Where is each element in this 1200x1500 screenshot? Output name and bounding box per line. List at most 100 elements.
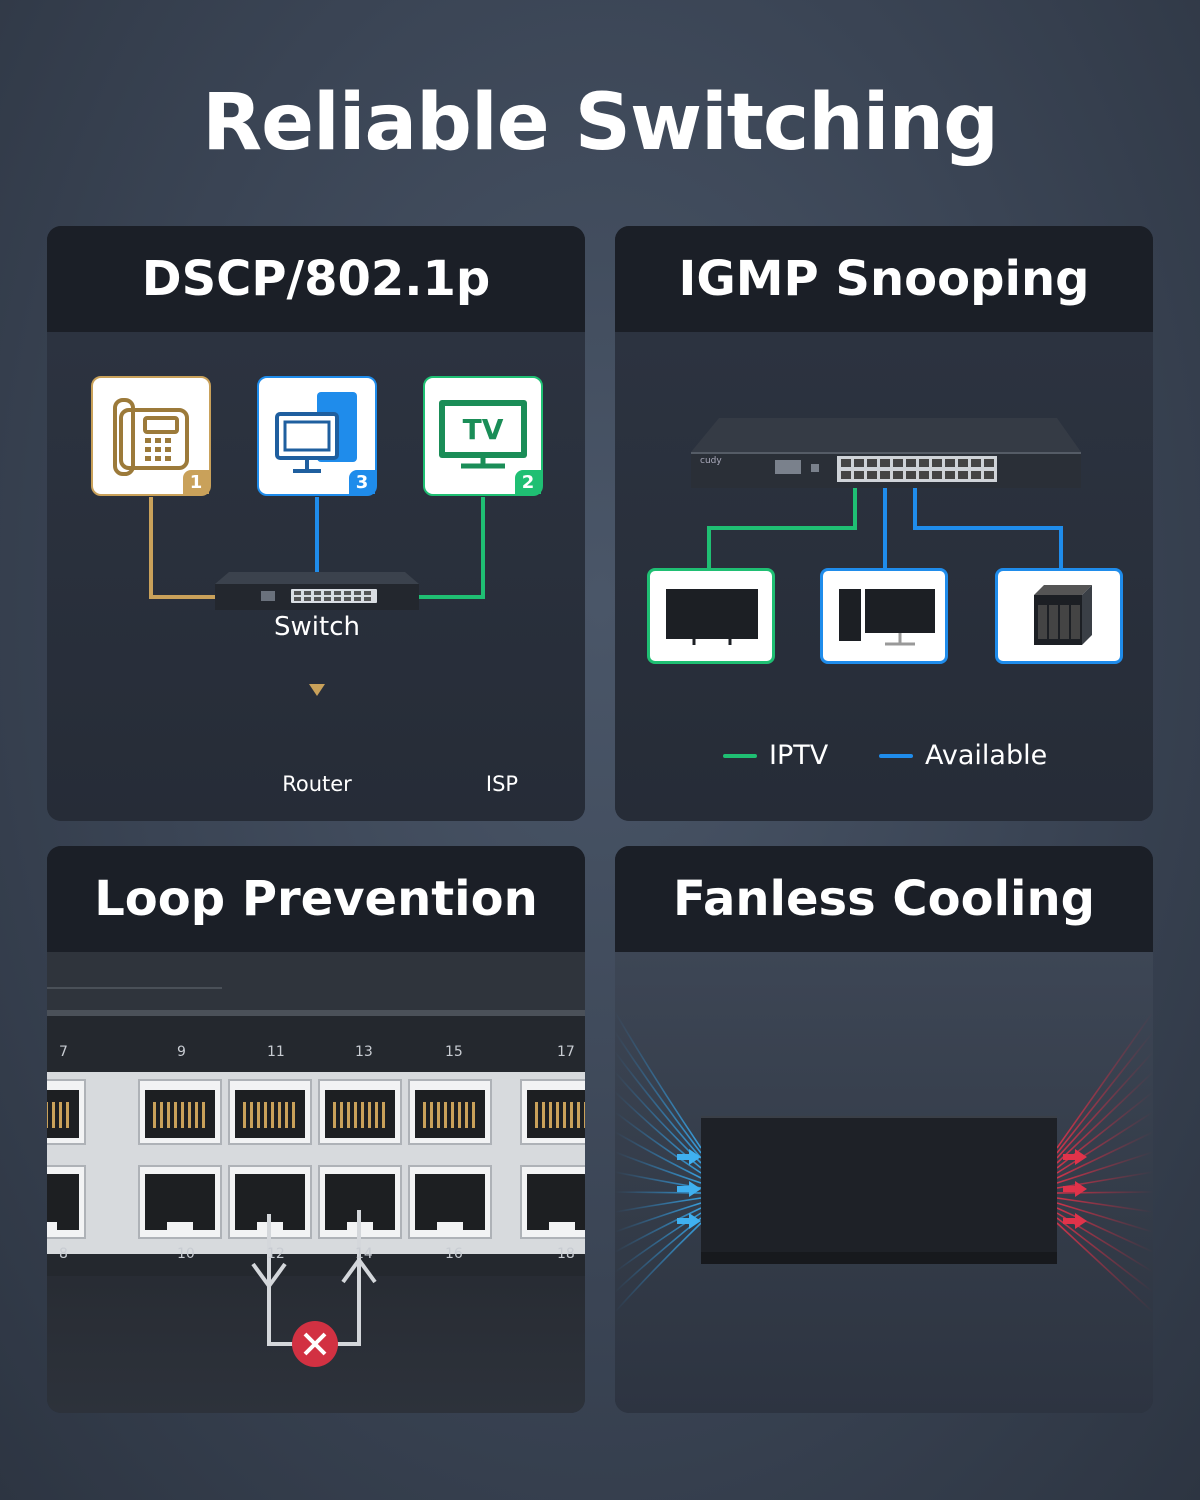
available-line-2 [913,482,1063,568]
rj45-port [47,1165,86,1239]
legend-swatch-available [879,753,913,758]
arrow-down-icon [309,684,325,696]
nas-icon [1034,585,1092,645]
airflow-line [615,1071,702,1164]
legend-entry-iptv: IPTV [723,740,828,771]
airflow-line [1056,1191,1153,1194]
rj45-port [138,1079,222,1145]
tv-screen-icon [666,589,758,645]
legend-label-iptv: IPTV [769,740,829,771]
airflow-line [615,1131,702,1179]
switch-chassis [701,1116,1057,1264]
cool-airflow [615,1011,702,1313]
device-tile-computer: 3 [257,376,377,496]
panel-title-loop: Loop Prevention [47,846,585,952]
desktop-pc-icon [839,589,935,646]
airflow-line [1056,1217,1153,1293]
panel-title-igmp: IGMP Snooping [615,226,1153,332]
airflow-line [1056,1197,1153,1213]
airflow-line [1056,1222,1153,1313]
airflow-line [615,1171,702,1189]
router-label: Router [282,772,352,796]
airflow-line [1056,1202,1153,1233]
isp-label: ISP [485,772,519,796]
airflow-line [615,1031,702,1154]
port-number: 9 [177,1044,186,1060]
priority-badge-computer: 3 [349,470,375,494]
dscp-diagram: 1 3 TV 2 Switch Router ISP [47,332,585,821]
rj45-port [520,1165,585,1239]
airflow-line [1056,1207,1153,1253]
port-number: 10 [177,1246,195,1262]
port-number: 16 [445,1246,463,1262]
tv-icon [439,400,527,469]
fanless-diagram [615,952,1153,1413]
priority-badge-phone: 1 [183,470,209,494]
tv-screen-text: TV [462,412,504,446]
switch-icon [215,572,419,610]
rj45-port [47,1079,86,1145]
device-tile-phone: 1 [91,376,211,496]
x-icon [292,1321,338,1367]
arrow-right-icon [677,1149,701,1229]
airflow-line [1056,1171,1153,1189]
airflow-line [615,1207,702,1253]
airflow-line [1056,1071,1153,1164]
airflow-line [615,1051,702,1159]
rj45-port [408,1079,492,1145]
port-number: 18 [557,1246,575,1262]
priority-badge-tv: 2 [515,470,541,494]
endpoint-tile-nas [995,568,1123,664]
port-block [47,1072,585,1254]
port-number: 14 [355,1246,373,1262]
rj45-port [228,1079,312,1145]
switch-brand: cudy [700,456,722,466]
airflow-line [1056,1011,1153,1149]
panel-igmp: IGMP Snooping cudy [615,226,1153,821]
port-number: 12 [267,1246,285,1262]
page-title: Reliable Switching [202,78,999,168]
device-tile-tv: TV 2 [423,376,543,496]
airflow-line [1056,1111,1153,1174]
computer-icon [275,392,357,473]
airflow-line [615,1191,702,1194]
airflow-line [615,1197,702,1213]
legend-label-available: Available [925,740,1048,771]
airflow-line [615,1111,702,1174]
port-number: 15 [445,1044,463,1060]
airflow-line [1056,1151,1153,1184]
port-number: 7 [59,1044,68,1060]
iptv-line [707,482,857,568]
switch-top-surface [47,952,585,1012]
legend-entry-available: Available [879,740,1047,771]
legend-swatch-iptv [723,753,757,758]
rj45-port [138,1165,222,1239]
panel-title-fanless: Fanless Cooling [615,846,1153,952]
airflow-line [615,1222,702,1313]
airflow-line [615,1202,702,1233]
igmp-diagram: cudy [615,332,1153,821]
airflow-line [1056,1051,1153,1159]
port-number: 8 [59,1246,68,1262]
phone-icon [113,398,189,476]
airflow-line [1056,1031,1153,1154]
rj45-port [318,1079,402,1145]
rj45-port [408,1165,492,1239]
port-number: 13 [355,1044,373,1060]
airflow-line [1056,1131,1153,1179]
panel-title-dscp: DSCP/802.1p [47,226,585,332]
switch-label: Switch [274,612,360,642]
airflow-line [615,1151,702,1184]
warm-airflow [1056,1011,1153,1313]
endpoint-tile-desktop [820,568,948,664]
airflow-line [615,1011,702,1149]
endpoint-tile-tv [647,568,775,664]
port-number: 11 [267,1044,285,1060]
rj45-port [520,1079,585,1145]
switch-icon [691,418,1081,488]
arrow-right-icon [1063,1149,1087,1229]
panel-fanless-cooling: Fanless Cooling [615,846,1153,1413]
panel-dscp: DSCP/802.1p [47,226,585,821]
